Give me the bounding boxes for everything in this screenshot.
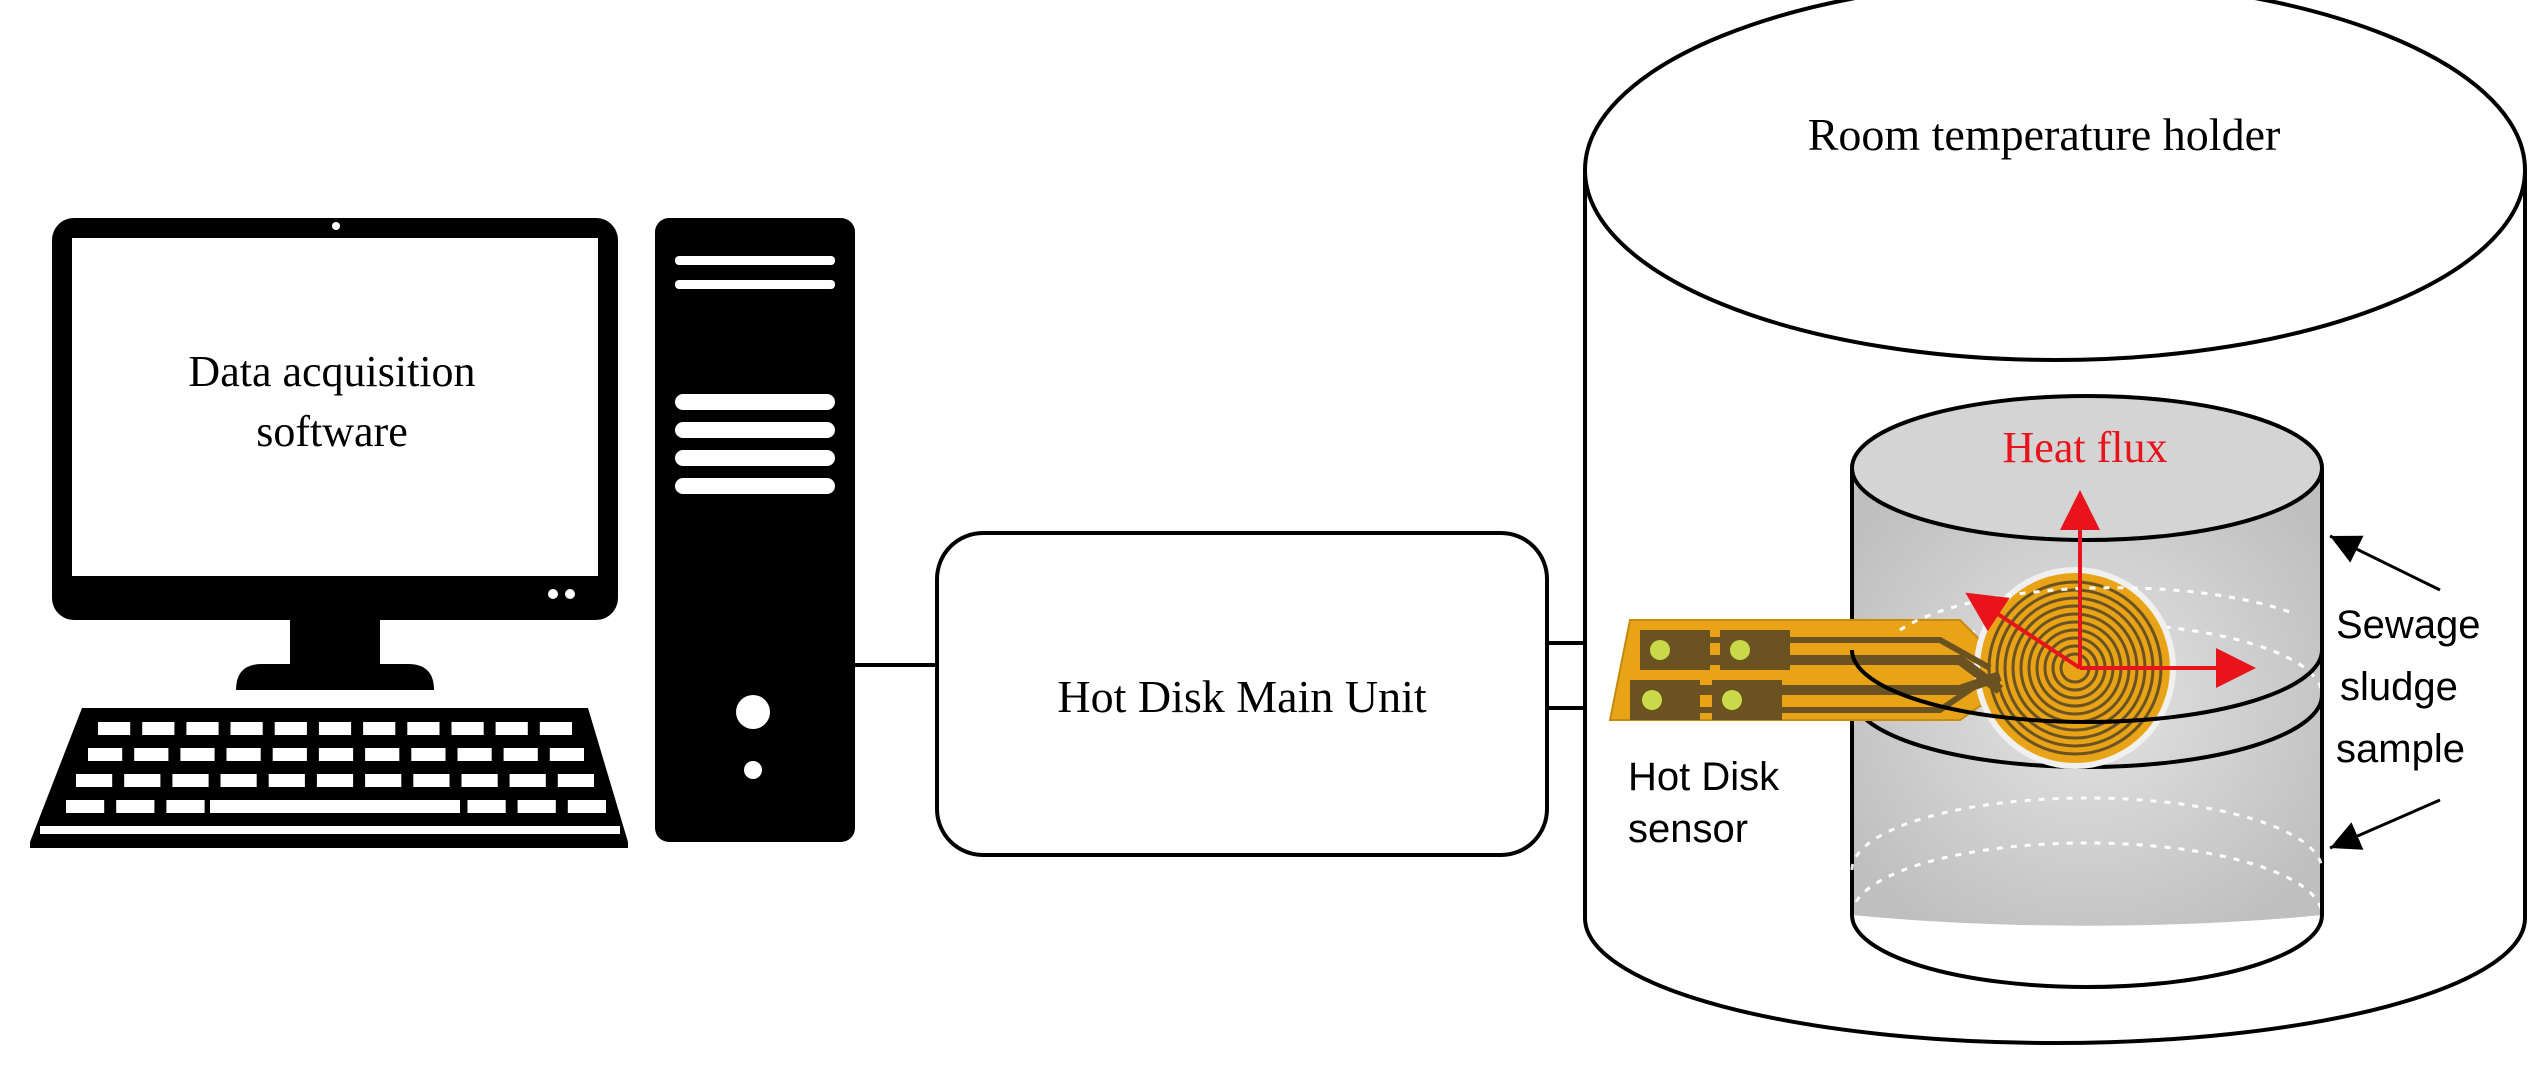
sample-pointer-bottom xyxy=(2329,798,2441,850)
power-led-2 xyxy=(565,589,575,599)
sample-label-line3: sample xyxy=(2336,727,2465,771)
keyboard-key xyxy=(365,748,400,761)
monitor-neck xyxy=(290,618,380,666)
monitor-text-line1: Data acquisition xyxy=(188,347,475,396)
keyboard-key xyxy=(226,748,261,761)
power-led-1 xyxy=(548,589,558,599)
keyboard-key xyxy=(274,722,307,735)
computer: Data acquisition software xyxy=(30,218,855,848)
keyboard-key xyxy=(134,748,169,761)
keyboard-key xyxy=(567,800,606,813)
keyboard-key xyxy=(461,774,498,787)
keyboard-spacebar xyxy=(210,800,460,813)
sample-pointer-top xyxy=(2329,534,2441,592)
keyboard-key xyxy=(495,722,528,735)
keyboard-key xyxy=(557,774,594,787)
keyboard-key xyxy=(517,800,556,813)
drive-slot-2 xyxy=(675,280,835,289)
keyboard-key xyxy=(316,774,354,787)
keyboard-key xyxy=(509,774,546,787)
monitor-screen xyxy=(72,238,598,576)
reset-button-icon xyxy=(744,761,762,779)
pc-tower xyxy=(655,218,855,842)
keyboard-key xyxy=(363,722,396,735)
holder-label: Room temperature holder xyxy=(1808,109,2281,160)
keyboard-key xyxy=(116,800,155,813)
keyboard-key xyxy=(457,748,492,761)
keyboard-key xyxy=(413,774,450,787)
keyboard-key xyxy=(230,722,263,735)
keyboard-key xyxy=(124,774,161,787)
heat-flux-label: Heat flux xyxy=(2003,423,2168,472)
keyboard-key xyxy=(172,774,209,787)
keyboard-key xyxy=(318,748,354,761)
heat-flux-arrow-diagonal xyxy=(1965,592,2082,670)
power-button-icon xyxy=(736,695,770,729)
vent-4 xyxy=(675,478,835,494)
keyboard-edge xyxy=(40,826,620,834)
drive-slot-1 xyxy=(675,256,835,265)
sensor-label-line2: sensor xyxy=(1628,807,1748,851)
webcam-dot xyxy=(332,222,340,230)
monitor-base xyxy=(236,664,434,690)
vent-3 xyxy=(675,450,835,466)
keyboard-key xyxy=(407,722,440,735)
keyboard-key xyxy=(268,774,305,787)
main-unit-label: Hot Disk Main Unit xyxy=(1057,671,1427,722)
keyboard-key xyxy=(451,722,484,735)
hot-disk-main-unit: Hot Disk Main Unit xyxy=(935,531,1549,857)
keyboard-key xyxy=(142,722,175,735)
monitor: Data acquisition software xyxy=(52,218,618,690)
heat-flux-arrows: Heat flux xyxy=(1965,423,2256,688)
keyboard-key xyxy=(467,800,506,813)
monitor-text-line2: software xyxy=(256,407,408,456)
vent-2 xyxy=(675,422,835,438)
keyboard-key xyxy=(503,748,538,761)
keyboard-key xyxy=(549,748,584,761)
sensor-label-line1: Hot Disk xyxy=(1628,755,1780,799)
keyboard-key xyxy=(186,722,219,735)
keyboard-key xyxy=(180,748,215,761)
keyboard-key xyxy=(539,722,572,735)
keyboard-key xyxy=(318,722,352,735)
sample-split-rim xyxy=(1850,649,2324,724)
keyboard-key xyxy=(365,774,402,787)
keyboard-keys xyxy=(40,722,620,834)
sample-label-line1: Sewage xyxy=(2336,603,2481,647)
keyboard-key xyxy=(76,774,113,787)
keyboard-key xyxy=(166,800,205,813)
keyboard-key xyxy=(88,748,123,761)
hot-disk-sensor xyxy=(1608,567,2176,769)
keyboard-key xyxy=(220,774,257,787)
keyboard-key xyxy=(272,748,307,761)
keyboard-key xyxy=(66,800,105,813)
vent-1 xyxy=(675,394,835,410)
keyboard xyxy=(30,708,628,848)
keyboard-key xyxy=(411,748,446,761)
sample-label-line2: sludge xyxy=(2340,665,2458,709)
keyboard-key xyxy=(98,722,131,735)
